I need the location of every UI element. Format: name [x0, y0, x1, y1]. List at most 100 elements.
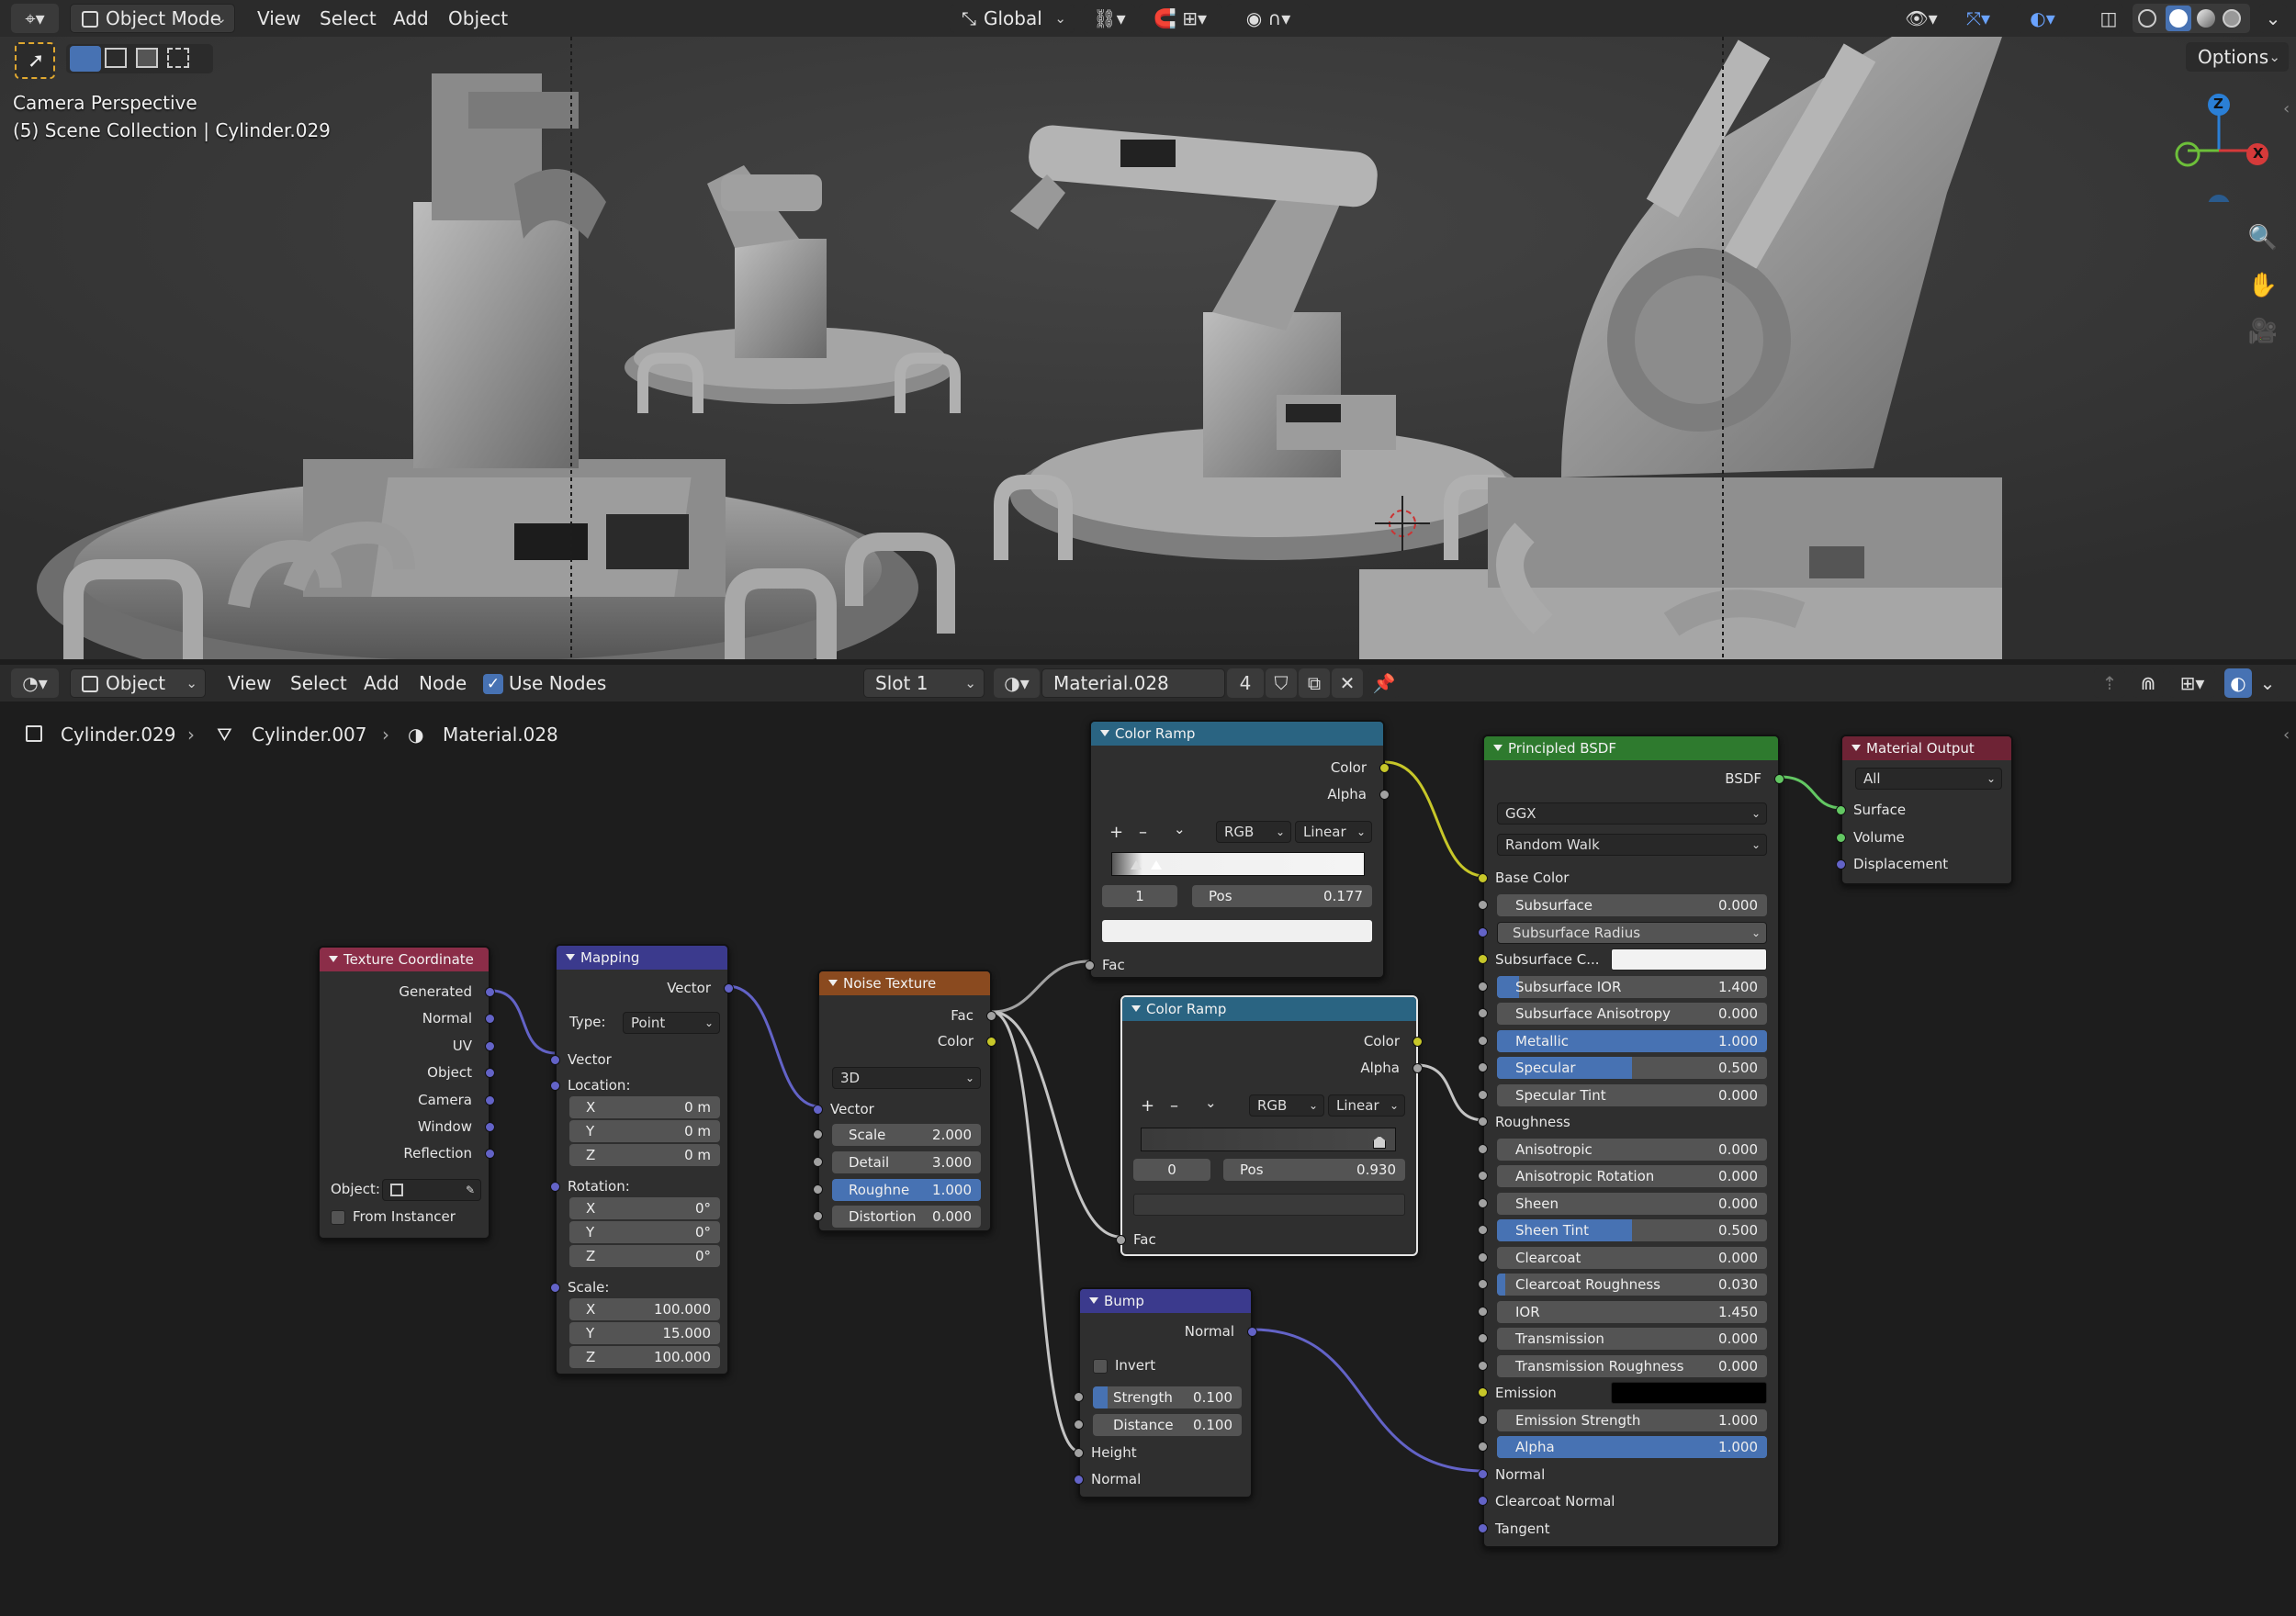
input-socket[interactable] — [1478, 1062, 1488, 1072]
input-socket[interactable] — [1478, 1171, 1488, 1181]
input-socket[interactable] — [1116, 1235, 1126, 1245]
node-header[interactable]: Color Ramp — [1122, 997, 1416, 1021]
node-texture-coordinate[interactable]: Texture Coordinate Generated Normal UV O… — [318, 946, 495, 1240]
menu-add[interactable]: Add — [364, 672, 400, 694]
input-socket[interactable] — [1836, 859, 1846, 870]
dimensions-dropdown[interactable]: 3D⌄ — [832, 1067, 981, 1089]
menu-node[interactable]: Node — [419, 672, 467, 694]
input-socket[interactable] — [1478, 1523, 1488, 1533]
input-socket[interactable] — [1478, 1008, 1488, 1018]
target-dropdown[interactable]: All⌄ — [1855, 768, 2002, 790]
color-mode-dropdown[interactable]: RGB⌄ — [1216, 821, 1291, 843]
node-header[interactable]: Color Ramp — [1091, 722, 1383, 746]
object-mode-dropdown[interactable]: Object⌄ — [70, 668, 206, 698]
menu-object[interactable]: Object — [448, 7, 509, 29]
input-socket[interactable] — [550, 1182, 560, 1192]
output-socket[interactable] — [485, 1068, 495, 1078]
parent-node-tree-icon[interactable]: ⇡ — [2094, 668, 2125, 698]
distribution-dropdown[interactable]: GGX⌄ — [1497, 802, 1767, 825]
output-socket[interactable] — [986, 1011, 996, 1021]
invert-checkbox[interactable] — [1093, 1359, 1108, 1374]
input-socket[interactable] — [1478, 927, 1488, 937]
output-socket[interactable] — [1379, 790, 1390, 800]
subsurface-method-dropdown[interactable]: Random Walk⌄ — [1497, 834, 1767, 856]
pin-icon[interactable]: 📌 — [1368, 668, 1400, 698]
output-socket[interactable] — [1412, 1063, 1423, 1073]
sidebar-toggle-icon[interactable]: ‹ — [2283, 725, 2290, 745]
input-socket[interactable] — [1478, 1442, 1488, 1452]
breadcrumb-object[interactable]: Cylinder.029 — [61, 724, 176, 746]
node-color-ramp-1[interactable]: Color Ramp Color Alpha + – ⌄ RGB⌄ Linear… — [1085, 720, 1390, 979]
subsurface-radius-dropdown[interactable]: Subsurface Radius⌄ — [1497, 922, 1767, 944]
color-swatch[interactable] — [1611, 1382, 1767, 1404]
browse-material-button[interactable]: ◑▾ — [994, 668, 1040, 698]
node-principled-bsdf[interactable]: Principled BSDF BSDF GGX⌄ Random Walk⌄ B… — [1478, 735, 1784, 1548]
output-socket[interactable] — [1379, 763, 1390, 773]
options-dropdown[interactable]: Options⌄ — [2186, 42, 2289, 72]
input-socket[interactable] — [1478, 1415, 1488, 1425]
color-swatch[interactable] — [1611, 948, 1767, 971]
menu-view[interactable]: View — [257, 7, 301, 29]
pivot-point-button[interactable]: ⛓▾ — [1084, 4, 1135, 33]
input-socket[interactable] — [1478, 1036, 1488, 1046]
rendered-shading-icon[interactable] — [2223, 9, 2241, 28]
proportional-edit-button[interactable]: ◉ ∩▾ — [1227, 4, 1310, 33]
output-socket[interactable] — [986, 1037, 996, 1047]
overlays-toggle-icon[interactable]: ◐▾ — [2017, 4, 2068, 33]
material-name-field[interactable]: Material.028 — [1041, 668, 1225, 698]
node-noise-texture[interactable]: Noise Texture Fac Color 3D⌄ Vector Scale… — [813, 970, 996, 1232]
solid-shading-button[interactable] — [2166, 6, 2191, 31]
subtract-selection-icon[interactable] — [136, 48, 158, 68]
node-header[interactable]: Texture Coordinate — [320, 948, 489, 971]
stop-color-swatch[interactable] — [1133, 1194, 1405, 1216]
input-socket[interactable] — [1478, 1225, 1488, 1235]
duplicate-material-icon[interactable]: ⧉ — [1299, 668, 1330, 698]
object-field[interactable]: ✎ — [382, 1179, 481, 1201]
output-socket[interactable] — [485, 1149, 495, 1159]
unlink-material-icon[interactable]: ✕ — [1332, 668, 1363, 698]
color-ramp-gradient[interactable] — [1111, 852, 1365, 876]
input-socket[interactable] — [1478, 900, 1488, 910]
output-socket[interactable] — [485, 987, 495, 997]
add-stop-button[interactable]: + — [1109, 823, 1124, 842]
editor-type-button[interactable]: ◔▾ — [11, 668, 59, 698]
extend-selection-icon[interactable] — [105, 48, 127, 68]
user-count-button[interactable]: 4 — [1227, 668, 1264, 698]
input-socket[interactable] — [1478, 1090, 1488, 1100]
output-socket[interactable] — [485, 1041, 495, 1051]
snap-target-icon[interactable]: ⊞▾ — [2169, 668, 2215, 698]
set-selection-button[interactable] — [70, 46, 101, 72]
menu-select[interactable]: Select — [290, 672, 347, 694]
input-socket[interactable] — [1478, 1279, 1488, 1289]
input-socket[interactable] — [813, 1184, 823, 1195]
eyedropper-icon[interactable]: ✎ — [465, 1184, 475, 1196]
camera-view-icon[interactable]: 🎥 — [2247, 318, 2279, 345]
output-socket[interactable] — [1247, 1327, 1257, 1337]
material-preview-icon[interactable] — [2197, 9, 2215, 28]
input-socket[interactable] — [1836, 805, 1846, 815]
slot-dropdown[interactable]: Slot 1⌄ — [863, 668, 985, 698]
input-socket[interactable] — [550, 1055, 560, 1065]
menu-select[interactable]: Select — [320, 7, 377, 29]
input-socket[interactable] — [1478, 1496, 1488, 1506]
input-socket[interactable] — [1074, 1475, 1084, 1485]
